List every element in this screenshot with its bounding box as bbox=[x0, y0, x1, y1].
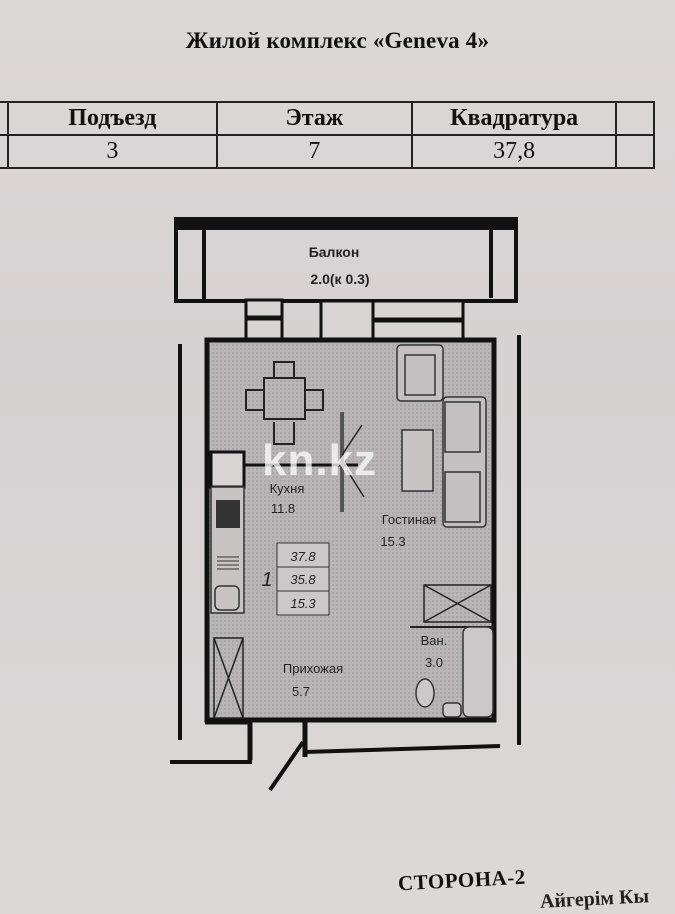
window-frames bbox=[244, 298, 465, 342]
partition-divider bbox=[340, 412, 365, 512]
value-entrance: 3 bbox=[6, 134, 218, 169]
table-spacer-cell bbox=[615, 101, 655, 136]
sink-icon bbox=[214, 585, 240, 611]
header-area: Квадратура bbox=[410, 101, 618, 136]
dining-table-icon bbox=[245, 361, 324, 445]
balcony-area: 2.0(к 0.3) bbox=[310, 271, 369, 287]
apartment-area-badge: 1 37.8 35.8 15.3 bbox=[261, 542, 330, 616]
document-title: Жилой комплекс «Geneva 4» bbox=[185, 28, 490, 53]
room-area-living: 15.3 bbox=[380, 534, 405, 549]
balcony: Балкон 2.0(к 0.3) bbox=[174, 217, 518, 303]
table-spacer-cell bbox=[0, 134, 9, 169]
room-area-kitchen: 11.8 bbox=[271, 501, 295, 516]
badge-rooms-count: 1 bbox=[261, 569, 272, 591]
room-name-living: Гостиная bbox=[382, 512, 437, 527]
bathtub-icon bbox=[462, 626, 494, 718]
shaft-icon bbox=[423, 584, 492, 623]
room-name-bathroom: Ван. bbox=[421, 633, 448, 648]
header-floor: Этаж bbox=[215, 101, 413, 136]
apartment-info-table: Подъезд Этаж Квадратура 3 7 37,8 bbox=[0, 101, 655, 169]
hallway: Прихожая 5.7 bbox=[213, 637, 343, 719]
value-floor: 7 bbox=[215, 134, 413, 169]
table-header-row: Подъезд Этаж Квадратура bbox=[0, 101, 655, 136]
stove-icon bbox=[216, 500, 240, 528]
sofa-icon bbox=[442, 396, 487, 528]
room-area-hallway: 5.7 bbox=[292, 684, 310, 699]
room-area-bathroom: 3.0 bbox=[425, 655, 443, 670]
coffee-table-icon bbox=[401, 429, 434, 492]
badge-living-area: 15.3 bbox=[290, 596, 316, 611]
badge-total-area: 37.8 bbox=[290, 549, 316, 564]
wardrobe-icon bbox=[213, 637, 244, 719]
room-name-hallway: Прихожая bbox=[283, 661, 343, 676]
table-spacer-cell bbox=[0, 101, 9, 136]
watermark-logo: kn.kz bbox=[262, 436, 378, 485]
badge-area-excl-balcony: 35.8 bbox=[290, 572, 316, 587]
kitchen-area: Кухня 11.8 bbox=[209, 450, 358, 614]
armchair-icon bbox=[396, 344, 444, 402]
header-entrance: Подъезд bbox=[6, 101, 218, 136]
table-row: 3 7 37,8 bbox=[0, 134, 655, 169]
toilet-icon bbox=[415, 678, 435, 708]
value-area: 37,8 bbox=[410, 134, 618, 169]
washbasin-icon bbox=[442, 702, 462, 718]
room-name-kitchen: Кухня bbox=[270, 481, 305, 496]
table-spacer-cell bbox=[615, 134, 655, 169]
balcony-label: Балкон bbox=[309, 244, 360, 260]
bathroom: Ван. 3.0 bbox=[410, 626, 494, 718]
vent-icon bbox=[217, 556, 239, 570]
